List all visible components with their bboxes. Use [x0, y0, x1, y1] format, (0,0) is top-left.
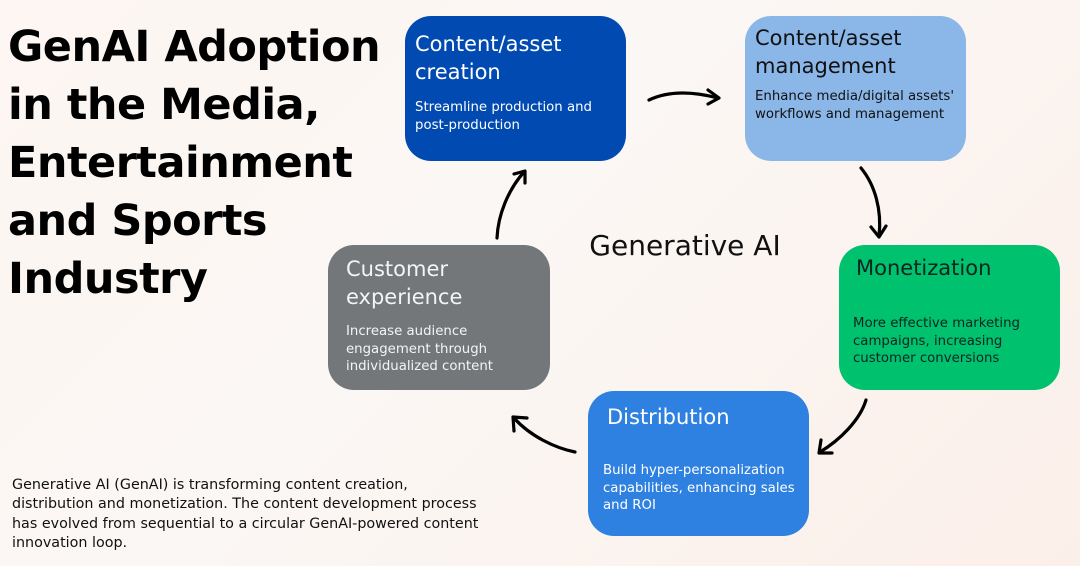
stage-title: Content/asset management [755, 26, 902, 78]
stage-description: Build hyper-personalization capabilities… [603, 463, 795, 513]
arrow-distribution-to-customer [511, 415, 577, 454]
stage-content-management: Content/asset management Enhance media/d… [745, 16, 966, 161]
description-text: Generative AI (GenAI) is transforming co… [12, 477, 479, 551]
arrow-management-to-monetization [859, 166, 888, 239]
stage-title: Distribution [607, 405, 730, 429]
stage-distribution: Distribution Build hyper-personalization… [588, 391, 809, 536]
stage-title: Content/asset creation [415, 32, 562, 84]
page-title: GenAI Adoption in the Media, Entertainme… [8, 22, 381, 304]
stage-monetization: Monetization More effective marketing ca… [839, 245, 1060, 390]
center-label: Generative AI [589, 229, 781, 262]
stage-description: Increase audience engagement through ind… [346, 324, 493, 374]
stage-title: Monetization [856, 256, 992, 280]
arrow-creation-to-management [647, 88, 721, 106]
stage-title: Customer experience [346, 257, 463, 309]
stage-description: More effective marketing campaigns, incr… [853, 316, 1020, 366]
stage-description: Streamline production and post-productio… [415, 100, 592, 133]
stage-customer-experience: Customer experience Increase audience en… [328, 245, 550, 390]
stage-content-creation: Content/asset creation Streamline produc… [405, 16, 626, 161]
arrow-customer-to-creation [495, 169, 527, 240]
stage-description: Enhance media/digital assets' workflows … [755, 89, 954, 122]
arrow-monetization-to-distribution [817, 398, 868, 455]
